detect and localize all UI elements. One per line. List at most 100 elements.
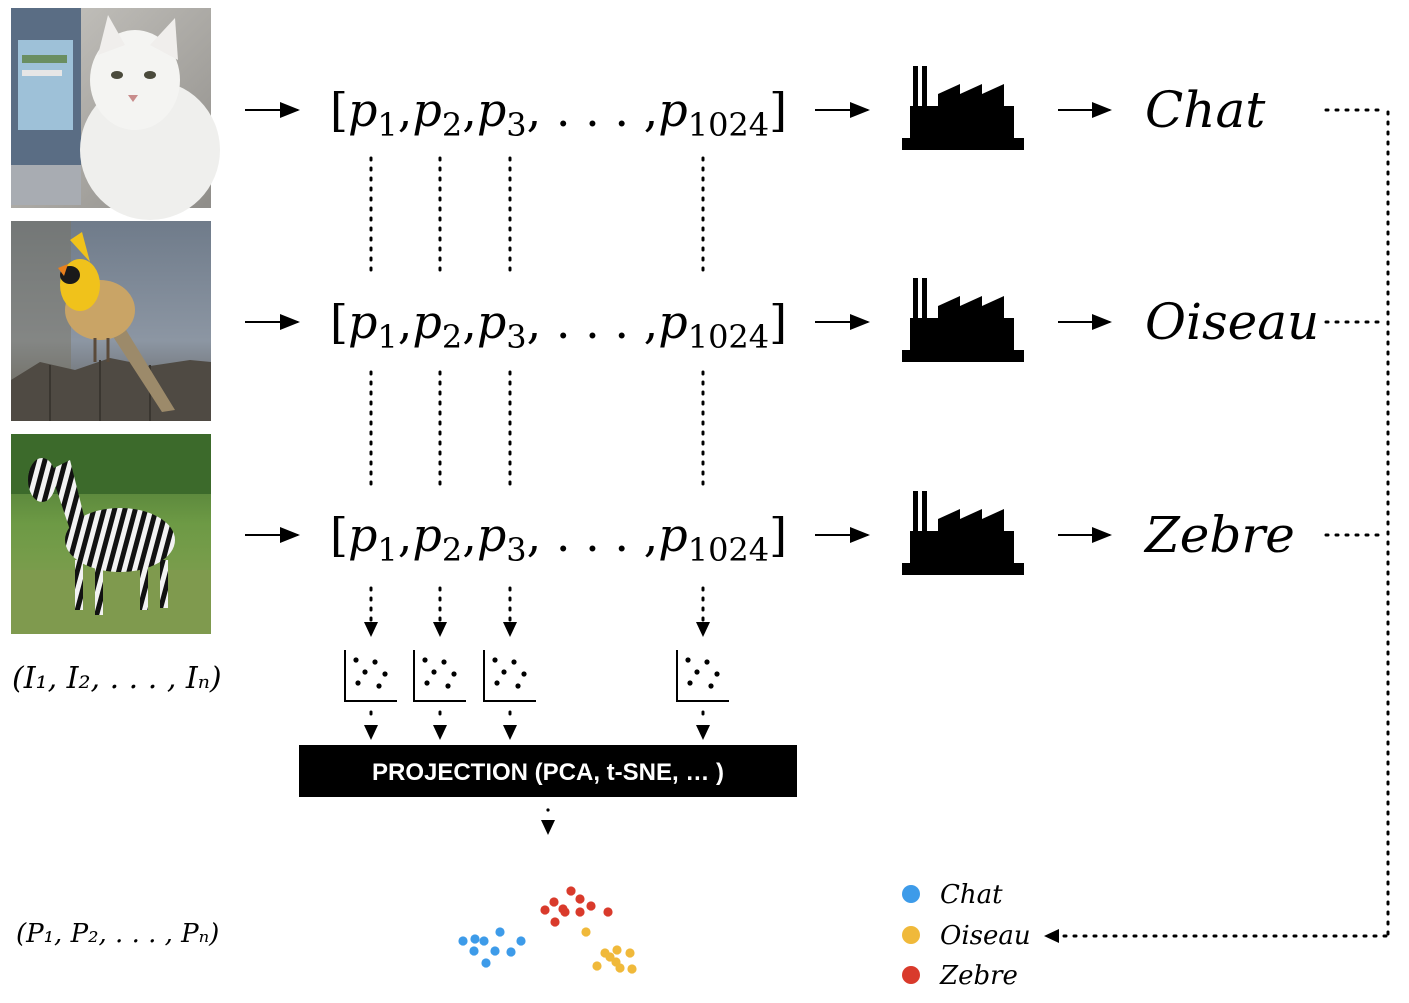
feature-vector: [p1,p2,p3, . . . ,p1024] <box>330 83 787 144</box>
projected-point <box>612 945 622 955</box>
vector-pn: p <box>658 83 687 137</box>
projected-point <box>469 946 479 956</box>
scatter-dot <box>708 683 714 689</box>
row-2: [p1,p2,p3, . . . ,p1024]Oiseau <box>245 278 1319 362</box>
projected-point <box>575 907 585 917</box>
legend-item-zebre: Zebre <box>902 961 1018 991</box>
projected-point <box>603 907 613 917</box>
inputs-label: (I₁, I₂, . . . , Iₙ) <box>12 661 222 696</box>
dotted-arrows-to-histograms <box>364 586 710 637</box>
projected-point <box>566 886 576 896</box>
vector-comma: , <box>398 83 413 137</box>
scatter-dot <box>451 671 457 677</box>
projected-point <box>581 927 591 937</box>
projected-point <box>592 961 602 971</box>
factory-icon <box>902 278 1024 362</box>
scatter-dot <box>515 683 521 689</box>
class-label: Oiseau <box>1145 293 1319 351</box>
vector-comma: , <box>462 508 477 562</box>
vector-s3: 3 <box>506 106 526 144</box>
scatter-dot <box>355 680 361 686</box>
projected-point <box>495 927 505 937</box>
legend-marker <box>902 966 920 984</box>
projected-point <box>627 964 637 974</box>
scatter-dot <box>424 680 430 686</box>
scatter-plot-icon <box>483 650 536 702</box>
feature-vector: [p1,p2,p3, . . . ,p1024] <box>330 508 787 569</box>
legend-item-oiseau: Oiseau <box>902 921 1031 951</box>
scatter-dot <box>685 657 691 663</box>
cluster-oiseau <box>581 927 637 974</box>
scatter-dot <box>694 669 700 675</box>
vector-p2: p <box>412 508 441 562</box>
vector-s2: 2 <box>442 531 462 569</box>
scatter-plot-icons <box>344 650 729 702</box>
scatter-plot-icon <box>344 650 397 702</box>
vector-s3: 3 <box>506 318 526 356</box>
vector-p2: p <box>412 83 441 137</box>
legend-marker <box>902 926 920 944</box>
scatter-dot <box>382 671 388 677</box>
vector-s3: 3 <box>506 531 526 569</box>
legend-item-chat: Chat <box>902 880 1003 910</box>
vector-p1: p <box>348 295 377 349</box>
scatter-dot <box>687 680 693 686</box>
vector-pn: p <box>658 295 687 349</box>
legend-label: Chat <box>940 880 1003 910</box>
scatter-dot <box>511 659 517 665</box>
projected-point <box>549 897 559 907</box>
scatter-dot <box>521 671 527 677</box>
legend-label: Oiseau <box>940 921 1031 951</box>
image-cat <box>11 8 220 220</box>
vector-s1: 1 <box>377 318 397 356</box>
scatter-dot <box>372 659 378 665</box>
vector-s2: 2 <box>442 318 462 356</box>
dotted-feedback-lines <box>1060 108 1390 938</box>
scatter-dot <box>376 683 382 689</box>
projected-points <box>458 886 637 974</box>
arrow-to-projected-points <box>541 808 555 835</box>
vector-vector_open: [ <box>330 83 348 137</box>
projected-point <box>490 946 500 956</box>
scatter-dot <box>362 669 368 675</box>
row-1: [p1,p2,p3, . . . ,p1024]Chat <box>245 66 1266 150</box>
projected-point <box>481 958 491 968</box>
vector-sn: 1024 <box>688 106 769 144</box>
projected-point <box>560 907 570 917</box>
vector-sn: 1024 <box>688 318 769 356</box>
vector-s1: 1 <box>377 106 397 144</box>
class-label: Zebre <box>1143 506 1295 564</box>
cluster-chat <box>458 927 526 968</box>
scatter-dot <box>714 671 720 677</box>
legend-label: Zebre <box>939 961 1018 991</box>
class-label: Chat <box>1145 81 1266 139</box>
projected-point <box>625 948 635 958</box>
projected-point <box>506 947 516 957</box>
vector-s2: 2 <box>442 106 462 144</box>
vector-vector_close: ] <box>769 83 787 137</box>
scatter-dot <box>431 669 437 675</box>
cluster-zebre <box>540 886 613 927</box>
projected-point <box>615 963 625 973</box>
scatter-dot <box>501 669 507 675</box>
vertical-dotted-connectors <box>369 156 705 488</box>
vector-dots: , . . . , <box>527 295 659 349</box>
vector-vector_open: [ <box>330 508 348 562</box>
scatter-dot <box>492 657 498 663</box>
vector-dots: , . . . , <box>527 83 659 137</box>
image-bird <box>11 221 211 421</box>
outputs-label: (P₁, P₂, . . . , Pₙ) <box>16 919 219 949</box>
vector-vector_open: [ <box>330 295 348 349</box>
rows-layer: [p1,p2,p3, . . . ,p1024]Chat[p1,p2,p3, .… <box>245 66 1319 575</box>
projected-point <box>540 905 550 915</box>
vector-dots: , . . . , <box>527 508 659 562</box>
feedback-arrowhead <box>1044 929 1059 943</box>
factory-icon <box>902 491 1024 575</box>
legend-marker <box>902 885 920 903</box>
scatter-plot-icon <box>676 650 729 702</box>
image-zebra <box>11 434 211 634</box>
vector-sn: 1024 <box>688 531 769 569</box>
factory-icon <box>902 66 1024 150</box>
